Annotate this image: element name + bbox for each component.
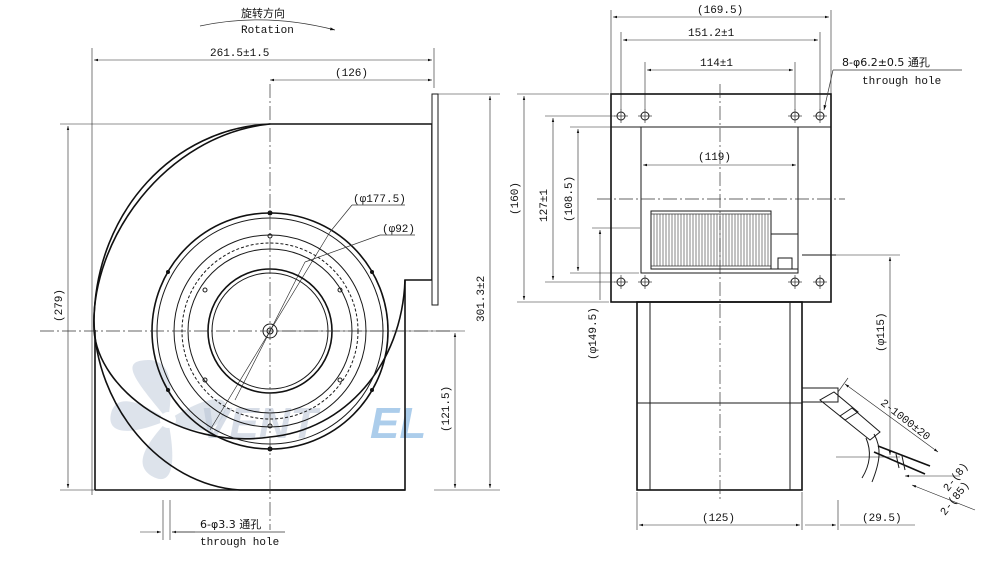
rotation-label-en: Rotation (241, 25, 294, 37)
dim-cable-length-label: 2-1000±20 (878, 398, 932, 444)
side-view: (169.5) 151.2±1 114±1 (119) (510, 5, 976, 530)
dim-flange-height-label: (160) (510, 182, 522, 215)
rotation-label-cn: 旋转方向 (241, 6, 285, 20)
housing-outline (93, 123, 406, 491)
dim-opening-width-label: (119) (698, 152, 731, 164)
side-holes-note: 8-φ6.2±0.5 通孔 (842, 56, 930, 69)
rotation-arrow (199, 19, 336, 31)
outlet-flange (431, 93, 439, 306)
mounting-holes (166, 210, 374, 452)
dim-width-partial-label: (126) (335, 68, 368, 80)
blade-lines (653, 214, 769, 266)
outlet-opening (640, 126, 799, 274)
dim-opening-height-label: (108.5) (564, 176, 576, 222)
motor-body (636, 301, 803, 491)
dim-hole-span-outer-label: 151.2±1 (688, 28, 735, 40)
dim-hole-span-v-label: 127±1 (539, 189, 551, 222)
dim-cable-length (844, 383, 939, 453)
dim-dia-149-label: (φ149.5) (588, 307, 600, 360)
dim-hole-span-inner-label: 114±1 (700, 58, 733, 70)
front-holes-note: 6-φ3.3 通孔 (200, 518, 261, 531)
dim-height-left-label: (279) (54, 289, 66, 322)
cable-wires (861, 433, 931, 483)
dim-dia-115-label: (φ115) (876, 312, 888, 352)
side-holes-note-en: through hole (862, 76, 941, 88)
dim-width-top-label: (169.5) (697, 5, 743, 17)
dim-wire-offset-label: (29.5) (862, 513, 902, 525)
front-holes-note-en: through hole (200, 537, 279, 549)
dim-width-total-label: 261.5±1.5 (210, 48, 269, 60)
scroll-housing (93, 123, 433, 440)
front-view: 旋转方向 Rotation 261.5±1.5 (126) (279) 301.… (40, 6, 500, 549)
cable-gland (801, 387, 881, 441)
flange-holes (614, 109, 827, 289)
dim-outlet-height-label: (121.5) (441, 386, 453, 432)
dim-body-width-label: (125) (702, 513, 735, 525)
dim-dia-inner-label: (φ92) (382, 224, 415, 236)
watermark-text-2: EL (370, 399, 426, 448)
dim-dia-outer-label: (φ177.5) (353, 194, 406, 206)
dim-height-right-label: 301.3±2 (476, 276, 488, 322)
